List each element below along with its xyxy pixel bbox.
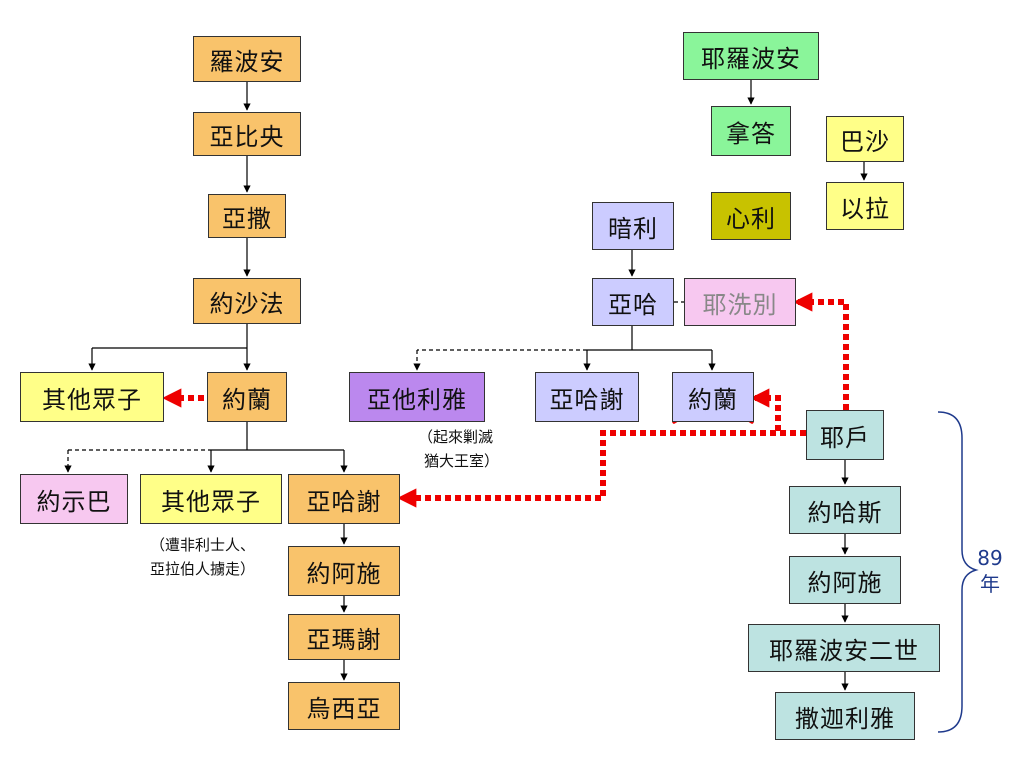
node-ahab: 亞哈 bbox=[592, 278, 674, 326]
node-other-sons-2: 其他眾子 bbox=[140, 474, 282, 524]
judah-connectors bbox=[88, 82, 348, 681]
years-number: 89 bbox=[977, 546, 1003, 570]
node-jeroboam: 耶羅波安 bbox=[683, 32, 819, 80]
node-zechariah: 撒迦利雅 bbox=[775, 692, 915, 740]
node-joash: 約阿施 bbox=[288, 546, 400, 596]
node-ahaziah-judah: 亞哈謝 bbox=[288, 474, 400, 524]
node-jehu: 耶戶 bbox=[806, 410, 884, 460]
node-athaliah: 亞他利雅 bbox=[349, 372, 485, 422]
jehu-kills-ahaziah-arrow bbox=[397, 430, 806, 508]
captured-note-line-2: 亞拉伯人擄走） bbox=[150, 560, 256, 578]
athaliah-note-line-1: （起來剿滅 bbox=[418, 428, 494, 446]
israel-connectors bbox=[583, 80, 868, 371]
node-elah: 以拉 bbox=[826, 182, 904, 230]
years-bracket bbox=[937, 411, 979, 733]
node-jehoash: 約阿施 bbox=[789, 556, 901, 604]
captured-note-line-1: （遭非利士人、 bbox=[150, 536, 256, 554]
athaliah-note-line-2: 猶大王室） bbox=[424, 452, 500, 470]
kill-arrows bbox=[162, 292, 849, 508]
node-baasha: 巴沙 bbox=[826, 116, 904, 162]
node-zimri: 心利 bbox=[711, 192, 791, 240]
node-jehoram-judah: 約蘭 bbox=[207, 372, 287, 422]
node-uzziah: 烏西亞 bbox=[288, 682, 400, 730]
node-abijah: 亞比央 bbox=[193, 112, 301, 156]
node-jehoahaz: 約哈斯 bbox=[789, 486, 901, 534]
zibiah-dashed-link bbox=[64, 449, 211, 473]
node-ahaziah-israel: 亞哈謝 bbox=[535, 372, 639, 422]
jehu-kills-jezebel-arrow bbox=[793, 292, 849, 410]
node-jezebel: 耶洗別 bbox=[684, 278, 796, 326]
node-nadab: 拿答 bbox=[711, 106, 791, 156]
node-jeroboam-ii: 耶羅波安二世 bbox=[748, 624, 940, 672]
node-asa: 亞撒 bbox=[208, 194, 286, 238]
node-rehoboam: 羅波安 bbox=[193, 36, 301, 82]
node-other-sons-1: 其他眾子 bbox=[20, 372, 164, 422]
node-omri: 暗利 bbox=[592, 202, 674, 250]
node-amaziah: 亞瑪謝 bbox=[288, 614, 400, 660]
years-unit: 年 bbox=[980, 572, 1000, 596]
jehu-kills-jehoram-arrow bbox=[750, 388, 806, 436]
node-jehoshaphat: 約沙法 bbox=[193, 278, 301, 324]
node-zibiah: 約示巴 bbox=[20, 474, 128, 524]
node-jehoram-israel: 約蘭 bbox=[672, 372, 754, 422]
